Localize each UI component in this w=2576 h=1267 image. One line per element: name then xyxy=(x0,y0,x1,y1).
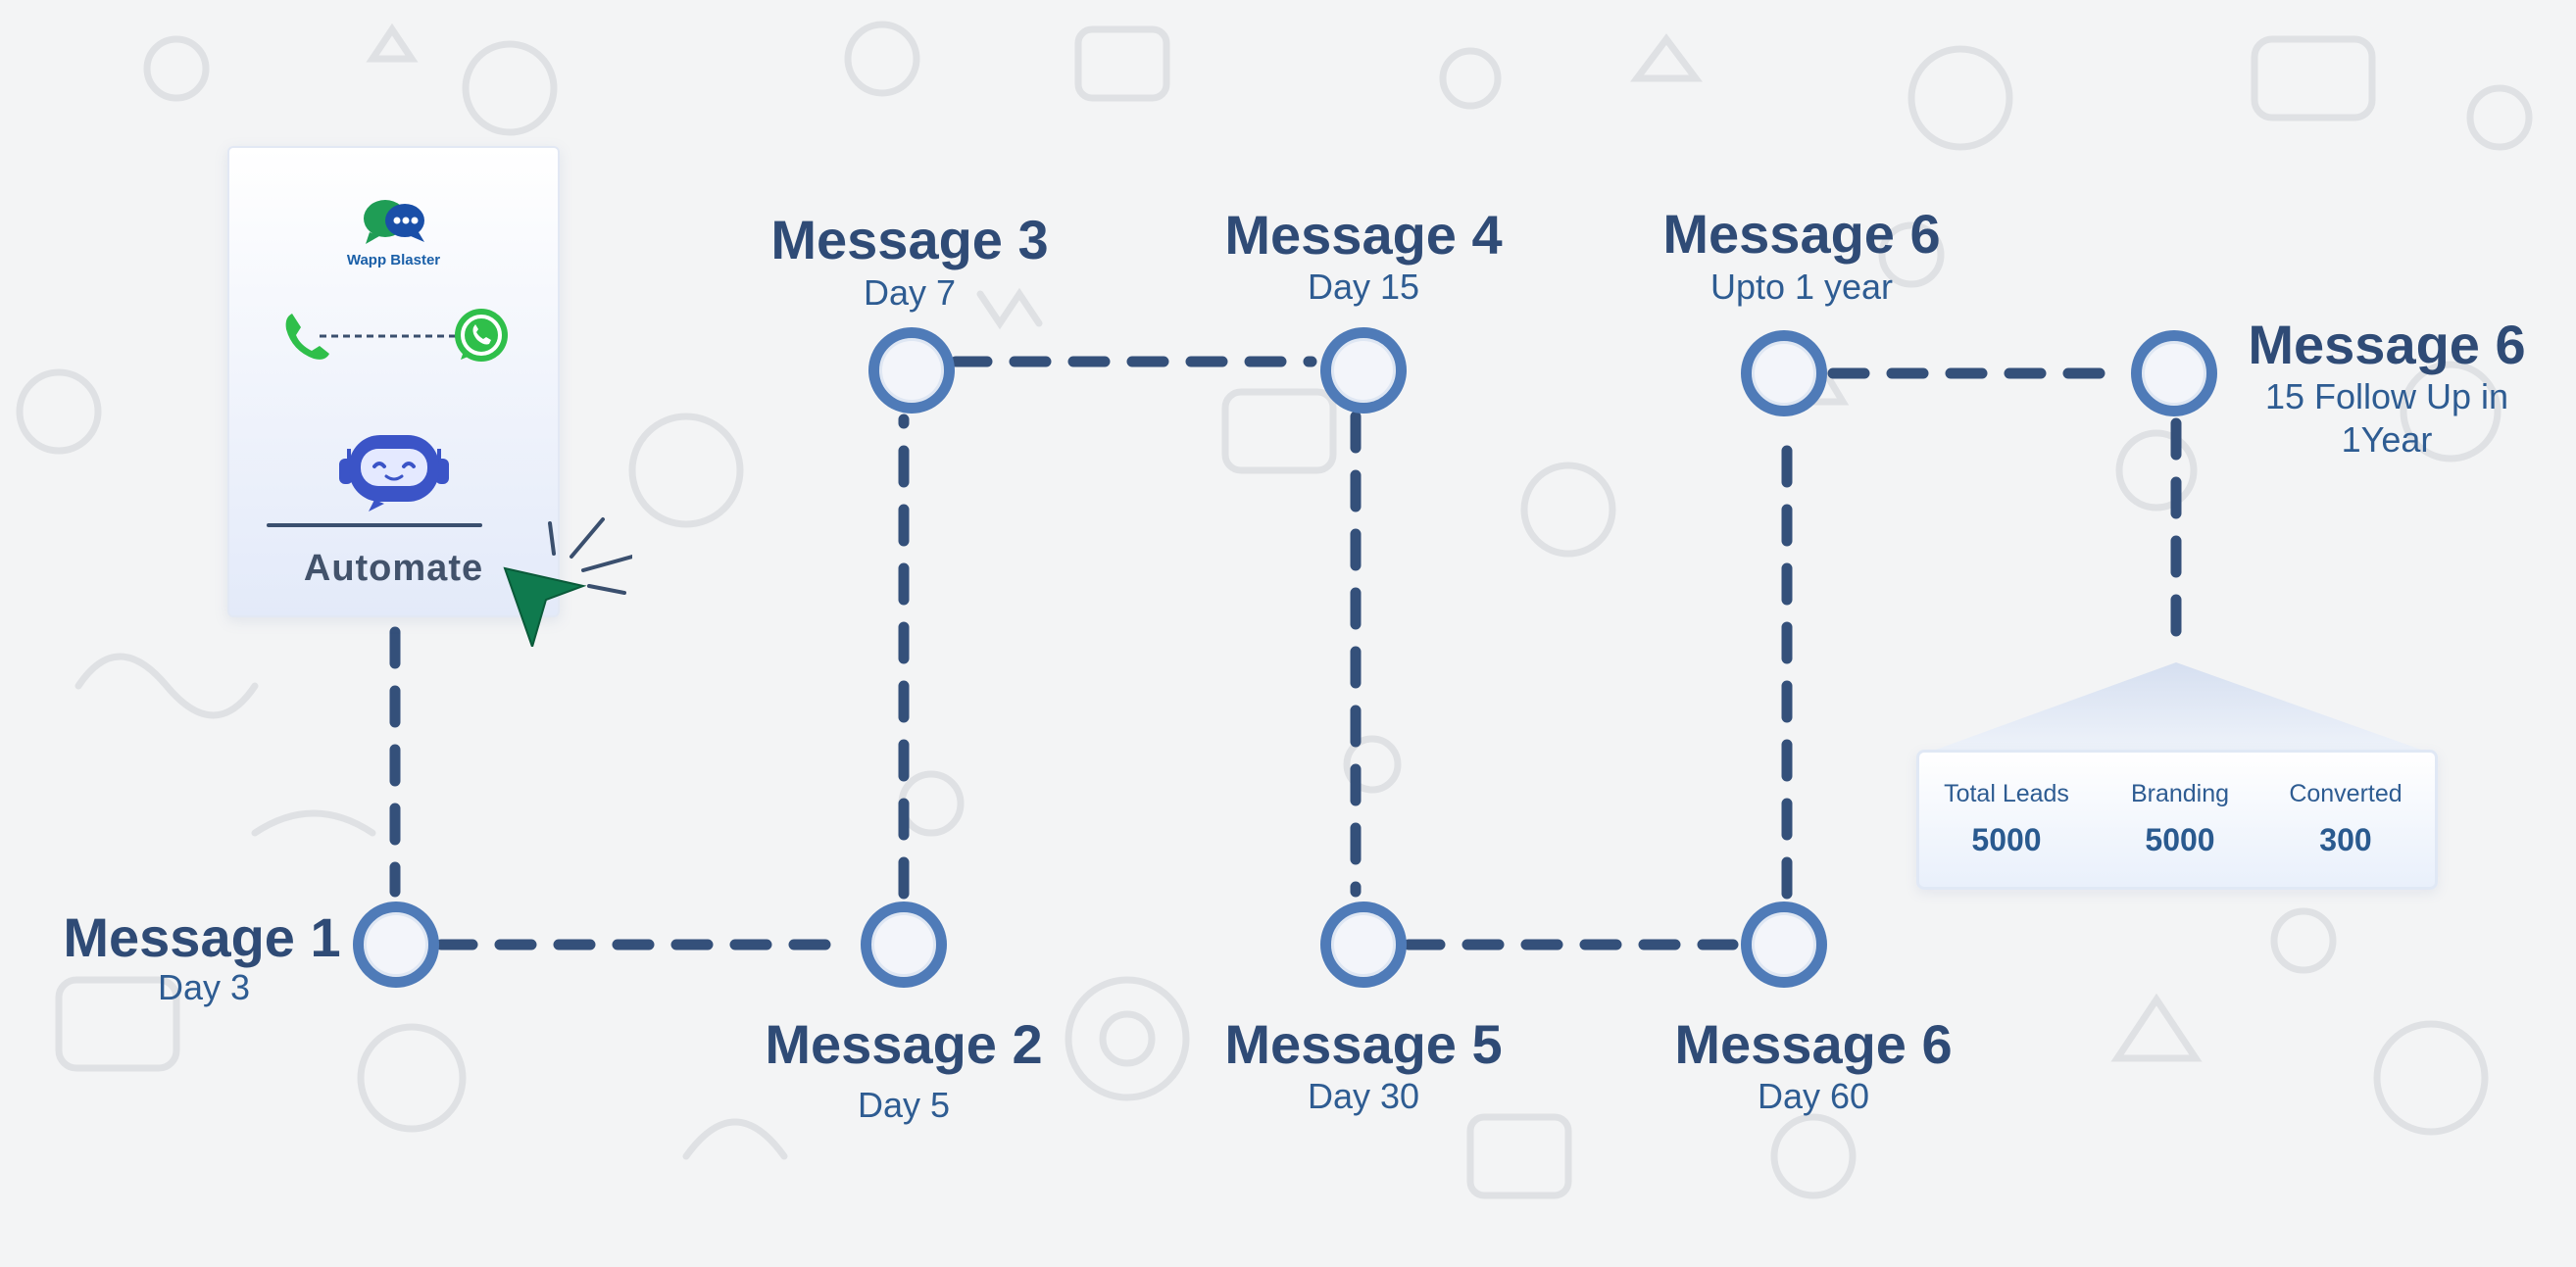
message-6-day-60-title: Message 6 xyxy=(1674,1013,1953,1075)
node-message-3 xyxy=(868,327,955,414)
automate-label: Automate xyxy=(303,548,484,589)
message-2-title: Message 2 xyxy=(765,1013,1043,1075)
message-6-upto-1-year-sub: Upto 1 year xyxy=(1709,267,1894,307)
node-message-6-upto-1-year xyxy=(1741,330,1827,416)
stat-total-leads: Total Leads 5000 xyxy=(1923,780,2090,858)
automate-divider xyxy=(267,523,482,527)
whatsapp-icon xyxy=(455,309,508,362)
stat-converted-label: Converted xyxy=(2289,780,2403,807)
message-1-title: Message 1 xyxy=(63,906,341,968)
node-message-1 xyxy=(353,902,439,988)
node-message-2 xyxy=(861,902,947,988)
stat-total-leads-label: Total Leads xyxy=(1944,780,2069,807)
stat-branding: Branding 5000 xyxy=(2097,780,2263,858)
message-5-title: Message 5 xyxy=(1224,1013,1503,1075)
stats-callout-pointer xyxy=(1936,662,2421,750)
stat-branding-value: 5000 xyxy=(2145,822,2215,857)
node-message-5 xyxy=(1320,902,1407,988)
message-4-title: Message 4 xyxy=(1224,204,1503,266)
message-6-follow-up-title: Message 6 xyxy=(2248,314,2526,375)
message-5-sub: Day 30 xyxy=(1307,1076,1420,1116)
robot-bot-icon xyxy=(339,435,449,512)
stat-converted: Converted 300 xyxy=(2262,780,2429,858)
node-message-6-day-60 xyxy=(1741,902,1827,988)
phone-icon xyxy=(285,314,329,360)
stat-branding-label: Branding xyxy=(2130,780,2230,807)
cursor-click-icon xyxy=(503,517,632,647)
message-3-sub: Day 7 xyxy=(863,272,957,313)
stats-card: Total Leads 5000 Branding 5000 Converted… xyxy=(1916,750,2438,890)
message-6-day-60-sub: Day 60 xyxy=(1757,1076,1870,1116)
automate-card: Wapp Blaster Automate xyxy=(227,146,560,617)
stat-total-leads-value: 5000 xyxy=(1971,822,2042,857)
message-4-sub: Day 15 xyxy=(1307,267,1420,307)
message-6-upto-1-year-title: Message 6 xyxy=(1662,203,1941,265)
dashed-link-icon xyxy=(320,334,467,338)
message-2-sub: Day 5 xyxy=(857,1085,951,1125)
brand-name: Wapp Blaster xyxy=(346,252,441,268)
message-6-follow-up-sub-line1: 15 Follow Up in xyxy=(2264,376,2509,416)
message-6-follow-up-sub-line2: 1Year xyxy=(2341,419,2433,460)
wapp-blaster-logo-icon xyxy=(364,200,424,244)
node-message-4 xyxy=(1320,327,1407,414)
message-1-sub: Day 3 xyxy=(157,967,251,1007)
message-3-title: Message 3 xyxy=(770,209,1049,270)
node-message-6-follow-up xyxy=(2131,330,2217,416)
stat-converted-value: 300 xyxy=(2319,822,2372,857)
